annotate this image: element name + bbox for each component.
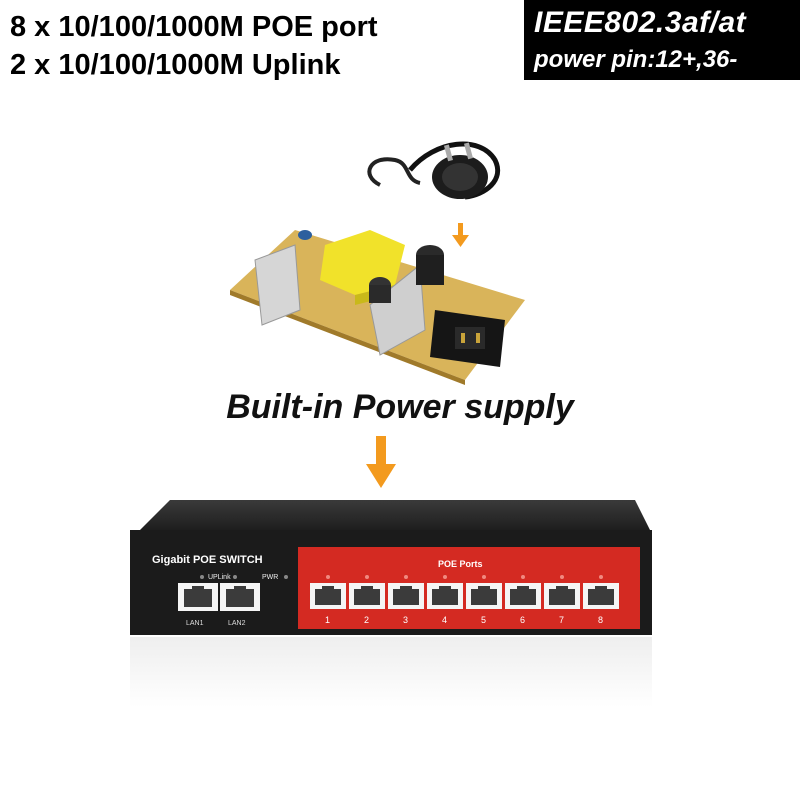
poe-switch-image: Gigabit POE SWITCH UPLink PWR LAN1 LAN2 … — [130, 500, 652, 707]
spec-uplink: 2 x 10/100/1000M Uplink — [10, 49, 341, 81]
poe-port-led — [521, 575, 525, 579]
uplink-port-2[interactable] — [220, 583, 260, 611]
poe-port-1[interactable]: 1 — [310, 575, 346, 625]
poe-port-led — [599, 575, 603, 579]
switch-reflection — [130, 637, 652, 707]
standard-text: IEEE802.3af/at — [534, 6, 747, 39]
poe-port-number: 4 — [442, 615, 447, 625]
pcb-board — [230, 230, 525, 385]
power-pin-text: power pin:12+,36- — [534, 46, 738, 73]
poe-port-2[interactable]: 2 — [349, 575, 385, 625]
poe-port-number: 5 — [481, 615, 486, 625]
power-cord-image — [367, 141, 501, 200]
poe-port-led — [560, 575, 564, 579]
standard-banner: IEEE802.3af/at power pin:12+,36- — [524, 0, 800, 80]
poe-port-4[interactable]: 4 — [427, 575, 463, 625]
poe-port-led — [443, 575, 447, 579]
poe-port-led — [482, 575, 486, 579]
built-in-power-caption: Built-in Power supply — [226, 388, 574, 426]
poe-port-number: 3 — [403, 615, 408, 625]
poe-port-5[interactable]: 5 — [466, 575, 502, 625]
poe-port-number: 1 — [325, 615, 330, 625]
lan2-label: LAN2 — [228, 620, 246, 627]
uplink-port-1[interactable] — [178, 583, 218, 611]
poe-port-7[interactable]: 7 — [544, 575, 580, 625]
poe-port-led — [404, 575, 408, 579]
poe-port-number: 2 — [364, 615, 369, 625]
poe-ports-title: POE Ports — [438, 559, 483, 569]
spec-text: 8 x 10/100/1000M POE port 2 x 10/100/100… — [10, 8, 378, 84]
poe-port-number: 6 — [520, 615, 525, 625]
poe-port-8[interactable]: 8 — [583, 575, 619, 625]
poe-port-led — [365, 575, 369, 579]
poe-port-led — [326, 575, 330, 579]
poe-port-group: 1 2 3 4 5 6 7 8 — [310, 575, 619, 625]
large-down-arrow — [366, 436, 396, 488]
small-down-arrow — [452, 223, 469, 247]
uplink-label: UPLink — [208, 574, 231, 581]
poe-port-number: 7 — [559, 615, 564, 625]
poe-port-number: 8 — [598, 615, 603, 625]
lan1-label: LAN1 — [186, 620, 204, 627]
poe-port-6[interactable]: 6 — [505, 575, 541, 625]
poe-port-3[interactable]: 3 — [388, 575, 424, 625]
spec-poe-ports: 8 x 10/100/1000M POE port — [10, 11, 378, 43]
pwr-label: PWR — [262, 574, 278, 581]
power-supply-board-image — [230, 141, 525, 385]
device-title: Gigabit POE SWITCH — [152, 554, 263, 566]
